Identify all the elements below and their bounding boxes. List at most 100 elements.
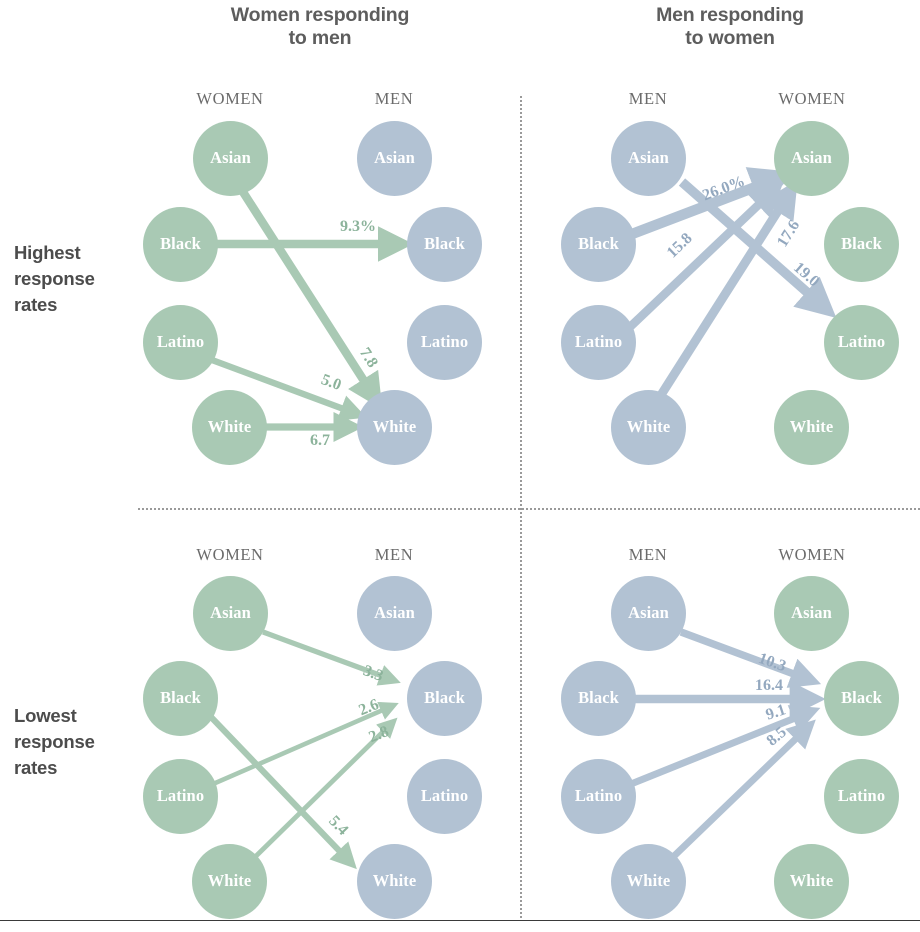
node-tl-source-latino[interactable]: Latino	[143, 305, 218, 380]
group-header-tr-target: WOMEN	[778, 89, 846, 108]
node-label: White	[789, 871, 834, 891]
node-br-source-asian[interactable]: Asian	[611, 576, 686, 651]
flow-arrow-asian-white	[239, 189, 383, 410]
node-label: White	[789, 417, 834, 437]
bottom-rule	[0, 920, 920, 921]
flow-arrow-asian-black	[679, 628, 822, 688]
row-title-highest-text: Highest response rates	[14, 242, 95, 315]
node-label: Asian	[628, 148, 669, 168]
node-label: White	[626, 871, 671, 891]
node-br-source-latino[interactable]: Latino	[561, 759, 636, 834]
node-br-source-white[interactable]: White	[611, 844, 686, 919]
node-tr-source-white[interactable]: White	[611, 390, 686, 465]
flow-arrow-latino-black	[212, 701, 399, 787]
node-label: Latino	[574, 786, 623, 806]
node-br-target-white[interactable]: White	[774, 844, 849, 919]
flows-top-left	[210, 189, 414, 443]
node-label: Latino	[574, 332, 623, 352]
group-header-br-target: WOMEN	[778, 545, 846, 564]
node-label: Black	[578, 234, 619, 254]
node-br-source-black[interactable]: Black	[561, 661, 636, 736]
panel-title-line1: Men responding	[656, 4, 804, 26]
flow-arrow-asian-latino	[678, 178, 837, 319]
group-header-tr-source: MEN	[628, 89, 668, 108]
flow-arrow-latino-white	[210, 357, 367, 421]
divider-horizontal	[138, 508, 920, 510]
node-tl-target-asian[interactable]: Asian	[357, 121, 432, 196]
node-tl-source-asian[interactable]: Asian	[193, 121, 268, 196]
node-tr-source-latino[interactable]: Latino	[561, 305, 636, 380]
flow-label-tl-black-black: 9.3%	[340, 218, 376, 235]
node-label: Asian	[791, 148, 832, 168]
flow-arrow-latino-black	[629, 705, 821, 788]
node-tr-target-latino[interactable]: Latino	[824, 305, 899, 380]
node-label: Latino	[156, 786, 205, 806]
node-label: Latino	[156, 332, 205, 352]
node-bl-target-white[interactable]: White	[357, 844, 432, 919]
node-label: White	[372, 871, 417, 891]
node-label: Black	[160, 234, 201, 254]
node-bl-source-asian[interactable]: Asian	[193, 576, 268, 651]
node-tr-source-asian[interactable]: Asian	[611, 121, 686, 196]
group-header-bl-source: WOMEN	[196, 545, 264, 564]
flow-arrow-white-black	[669, 719, 816, 861]
node-br-target-latino[interactable]: Latino	[824, 759, 899, 834]
node-bl-source-latino[interactable]: Latino	[143, 759, 218, 834]
panel-title-line2: to men	[288, 27, 352, 49]
node-tl-target-black[interactable]: Black	[407, 207, 482, 282]
node-label: Asian	[210, 603, 251, 623]
flow-arrow-latino-asian	[627, 180, 784, 331]
node-bl-source-white[interactable]: White	[192, 844, 267, 919]
node-tr-source-black[interactable]: Black	[561, 207, 636, 282]
node-label: Latino	[837, 332, 886, 352]
flow-arrow-white-asian	[657, 179, 798, 398]
node-label: Black	[424, 688, 465, 708]
node-label: Black	[841, 234, 882, 254]
node-label: Latino	[420, 332, 469, 352]
divider-vertical	[520, 96, 522, 918]
node-br-target-asian[interactable]: Asian	[774, 576, 849, 651]
group-header-br-source: MEN	[628, 545, 668, 564]
group-header-tl-source: WOMEN	[196, 89, 264, 108]
node-label: Black	[160, 688, 201, 708]
node-label: Asian	[374, 148, 415, 168]
node-label: Black	[424, 234, 465, 254]
node-label: Black	[841, 688, 882, 708]
node-label: White	[372, 417, 417, 437]
node-label: Asian	[628, 603, 669, 623]
row-title-lowest-text: Lowest response rates	[14, 705, 95, 778]
node-tr-target-black[interactable]: Black	[824, 207, 899, 282]
panel-title-line2: to women	[685, 27, 775, 49]
panel-title-women-responding: Women responding to men	[190, 4, 450, 50]
panel-title-men-responding: Men responding to women	[600, 4, 860, 50]
panel-title-line1: Women responding	[230, 4, 410, 26]
node-label: White	[207, 417, 252, 437]
flow-arrow-white-black	[252, 717, 398, 860]
flow-label-tl-white-white: 6.7	[310, 432, 330, 449]
node-bl-target-asian[interactable]: Asian	[357, 576, 432, 651]
node-tr-target-asian[interactable]: Asian	[774, 121, 849, 196]
node-label: White	[207, 871, 252, 891]
node-bl-source-black[interactable]: Black	[143, 661, 218, 736]
node-tr-target-white[interactable]: White	[774, 390, 849, 465]
node-label: Latino	[420, 786, 469, 806]
node-tl-target-latino[interactable]: Latino	[407, 305, 482, 380]
flows-top-right	[627, 167, 837, 398]
node-label: Asian	[210, 148, 251, 168]
node-bl-target-latino[interactable]: Latino	[407, 759, 482, 834]
row-title-lowest: Lowest response rates	[14, 703, 134, 781]
node-label: Asian	[374, 603, 415, 623]
node-label: Black	[578, 688, 619, 708]
node-br-target-black[interactable]: Black	[824, 661, 899, 736]
group-header-tl-target: MEN	[374, 89, 414, 108]
flows-bottom-left	[208, 629, 401, 870]
node-tl-target-white[interactable]: White	[357, 390, 432, 465]
node-tl-source-white[interactable]: White	[192, 390, 267, 465]
node-bl-target-black[interactable]: Black	[407, 661, 482, 736]
node-tl-source-black[interactable]: Black	[143, 207, 218, 282]
row-title-highest: Highest response rates	[14, 240, 134, 318]
flow-arrow-black-white	[208, 714, 357, 870]
flow-label-br-black-black: 16.4	[755, 677, 783, 694]
